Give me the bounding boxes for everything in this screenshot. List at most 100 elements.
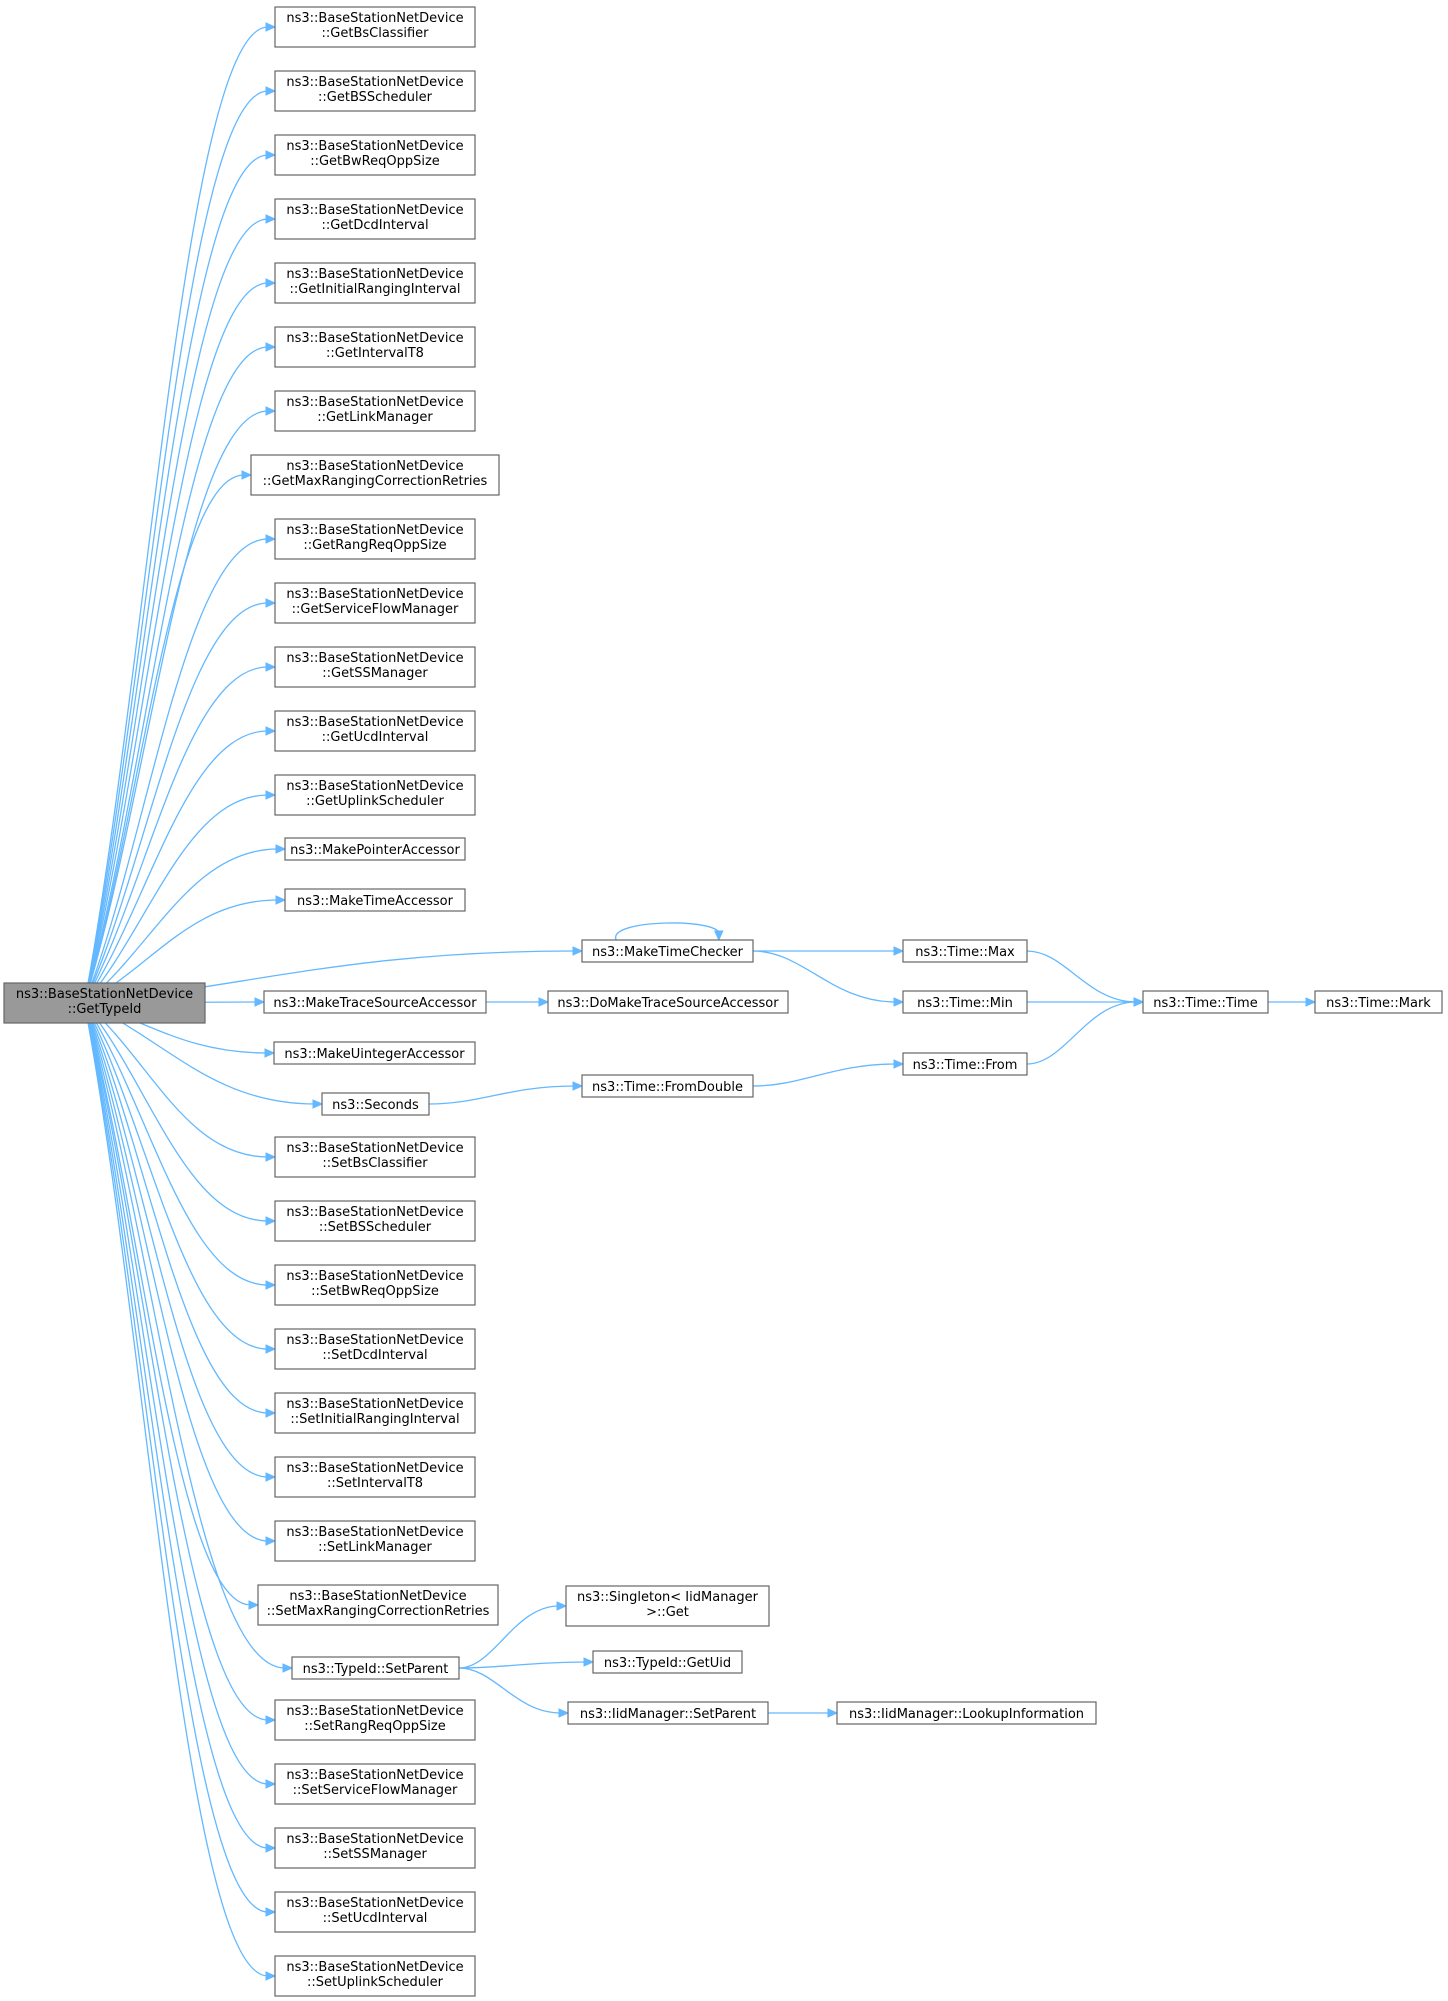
node-box — [284, 837, 466, 861]
node-basestationnetdevice-getinitialranginginterval[interactable]: ns3::BaseStationNetDevice::GetInitialRan… — [274, 262, 476, 304]
edge-arrowhead — [265, 278, 277, 288]
node-basestationnetdevice-getintervalt8[interactable]: ns3::BaseStationNetDevice::GetIntervalT8 — [274, 326, 476, 368]
edge-m02-to-m05 — [1026, 997, 1145, 1007]
node-label: ::GetUplinkScheduler — [306, 794, 444, 809]
node-time-mark[interactable]: ns3::Time::Mark — [1314, 990, 1443, 1014]
node-basestationnetdevice-setinitialranginginterval[interactable]: ns3::BaseStationNetDevice::SetInitialRan… — [274, 1392, 476, 1434]
node-iidmanager-setparent[interactable]: ns3::IidManager::SetParent — [567, 1701, 769, 1725]
edge-arrowhead — [583, 1657, 595, 1667]
node-label: ::SetLinkManager — [318, 1540, 432, 1555]
node-makeuintegeraccessor[interactable]: ns3::MakeUintegerAccessor — [273, 1041, 476, 1065]
node-basestationnetdevice-getbsclassifier[interactable]: ns3::BaseStationNetDevice::GetBsClassifi… — [274, 6, 476, 48]
edge-n16-to-n16 — [615, 922, 724, 942]
node-label: ::GetDcdInterval — [321, 218, 428, 233]
node-typeid-getuid[interactable]: ns3::TypeId::GetUid — [592, 1650, 743, 1674]
edge-root-to-n07 — [83, 406, 277, 1004]
node-iidmanager-lookupinformation[interactable]: ns3::IidManager::LookupInformation — [836, 1701, 1097, 1725]
edge-line — [83, 1002, 269, 1286]
node-label: ::GetBwReqOppSize — [310, 154, 440, 169]
node-basestationnetdevice-getbwreqoppsize[interactable]: ns3::BaseStationNetDevice::GetBwReqOppSi… — [274, 134, 476, 176]
edge-root-to-n14 — [83, 844, 287, 1004]
edge-arrowhead — [265, 342, 277, 352]
edge-arrowhead — [248, 1600, 260, 1610]
node-label: ns3::BaseStationNetDevice — [286, 11, 463, 26]
node-basestationnetdevice-getserviceflowmanager[interactable]: ns3::BaseStationNetDevice::GetServiceFlo… — [274, 582, 476, 624]
node-maketimechecker[interactable]: ns3::MakeTimeChecker — [581, 939, 754, 963]
node-basestationnetdevice-getlinkmanager[interactable]: ns3::BaseStationNetDevice::GetLinkManage… — [274, 390, 476, 432]
edge-root-to-n24 — [83, 1002, 277, 1418]
node-time-min[interactable]: ns3::Time::Min — [902, 990, 1028, 1014]
node-box — [274, 198, 476, 240]
node-label: ns3::BaseStationNetDevice — [286, 267, 463, 282]
edge-m10-to-m11 — [768, 1708, 839, 1718]
node-box — [567, 1701, 769, 1725]
edge-line — [83, 848, 279, 1004]
edge-root-to-n04 — [83, 214, 277, 1004]
node-time-fromdouble[interactable]: ns3::Time::FromDouble — [581, 1074, 754, 1098]
node-basestationnetdevice-getmaxrangingcorrectionretries[interactable]: ns3::BaseStationNetDevice::GetMaxRanging… — [250, 454, 500, 496]
node-basestationnetdevice-setbwreqoppsize[interactable]: ns3::BaseStationNetDevice::SetBwReqOppSi… — [274, 1264, 476, 1306]
edge-arrowhead — [265, 86, 277, 96]
node-basestationnetdevice-setserviceflowmanager[interactable]: ns3::BaseStationNetDevice::SetServiceFlo… — [274, 1763, 476, 1805]
edge-root-to-n27 — [83, 1002, 260, 1610]
node-basestationnetdevice-setucdinterval[interactable]: ns3::BaseStationNetDevice::SetUcdInterva… — [274, 1891, 476, 1933]
edge-root-to-n32 — [83, 1002, 277, 1917]
edge-line — [83, 26, 269, 1004]
node-root-basestationnetdevice-gettypeid[interactable]: ns3::BaseStationNetDevice::GetTypeId — [3, 982, 206, 1024]
node-basestationnetdevice-setmaxrangingcorrectionretries[interactable]: ns3::BaseStationNetDevice::SetMaxRanging… — [257, 1584, 499, 1626]
node-box — [581, 1074, 754, 1098]
node-basestationnetdevice-getucdinterval[interactable]: ns3::BaseStationNetDevice::GetUcdInterva… — [274, 710, 476, 752]
node-basestationnetdevice-setdcdinterval[interactable]: ns3::BaseStationNetDevice::SetDcdInterva… — [274, 1328, 476, 1370]
edge-line — [615, 922, 720, 941]
edge-line — [83, 794, 269, 1004]
node-box — [274, 1520, 476, 1562]
node-label: ns3::BaseStationNetDevice — [286, 523, 463, 538]
node-domaketracesourceaccessor[interactable]: ns3::DoMakeTraceSourceAccessor — [547, 990, 789, 1014]
node-basestationnetdevice-setbsclassifier[interactable]: ns3::BaseStationNetDevice::SetBsClassifi… — [274, 1136, 476, 1178]
node-basestationnetdevice-getrangreqoppsize[interactable]: ns3::BaseStationNetDevice::GetRangReqOpp… — [274, 518, 476, 560]
edge-line — [83, 1002, 269, 1785]
edges-layer — [83, 22, 1317, 1981]
node-basestationnetdevice-getssmanager[interactable]: ns3::BaseStationNetDevice::GetSSManager — [274, 646, 476, 688]
node-time-from[interactable]: ns3::Time::From — [902, 1052, 1028, 1076]
node-maketracesourceaccessor[interactable]: ns3::MakeTraceSourceAccessor — [263, 990, 487, 1014]
edge-arrowhead — [893, 997, 905, 1007]
node-label: ns3::BaseStationNetDevice — [286, 139, 463, 154]
edge-line — [83, 602, 269, 1004]
edge-arrowhead — [265, 534, 277, 544]
node-basestationnetdevice-getuplinkscheduler[interactable]: ns3::BaseStationNetDevice::GetUplinkSche… — [274, 774, 476, 816]
edge-arrowhead — [1305, 997, 1317, 1007]
node-basestationnetdevice-setbsscheduler[interactable]: ns3::BaseStationNetDevice::SetBSSchedule… — [274, 1200, 476, 1242]
edge-line — [83, 1002, 269, 1222]
node-basestationnetdevice-getdcdinterval[interactable]: ns3::BaseStationNetDevice::GetDcdInterva… — [274, 198, 476, 240]
node-box — [273, 1041, 476, 1065]
edge-n16-to-m01 — [752, 946, 905, 956]
node-label: ::GetInitialRangingInterval — [290, 282, 461, 297]
node-label: ::GetServiceFlowManager — [292, 602, 459, 617]
node-seconds[interactable]: ns3::Seconds — [321, 1092, 430, 1116]
node-basestationnetdevice-setrangreqoppsize[interactable]: ns3::BaseStationNetDevice::SetRangReqOpp… — [274, 1699, 476, 1741]
node-basestationnetdevice-setintervalt8[interactable]: ns3::BaseStationNetDevice::SetIntervalT8 — [274, 1456, 476, 1498]
node-makepointeraccessor[interactable]: ns3::MakePointerAccessor — [284, 837, 466, 861]
node-box — [274, 1456, 476, 1498]
node-singleton-iidmanager-get[interactable]: ns3::Singleton< IidManager>::Get — [565, 1585, 770, 1627]
node-box — [547, 990, 789, 1014]
node-time-max[interactable]: ns3::Time::Max — [902, 939, 1028, 963]
node-basestationnetdevice-setlinkmanager[interactable]: ns3::BaseStationNetDevice::SetLinkManage… — [274, 1520, 476, 1562]
node-maketimeaccessor[interactable]: ns3::MakeTimeAccessor — [284, 888, 466, 912]
edge-arrowhead — [264, 1048, 276, 1058]
edge-m04-to-m07 — [752, 1059, 905, 1087]
node-typeid-setparent[interactable]: ns3::TypeId::SetParent — [291, 1656, 460, 1680]
node-label: ns3::BaseStationNetDevice — [286, 1896, 463, 1911]
node-basestationnetdevice-setssmanager[interactable]: ns3::BaseStationNetDevice::SetSSManager — [274, 1827, 476, 1869]
node-basestationnetdevice-setuplinkscheduler[interactable]: ns3::BaseStationNetDevice::SetUplinkSche… — [274, 1955, 476, 1997]
edge-line — [458, 1605, 560, 1669]
edge-line — [428, 1085, 576, 1105]
node-time-time[interactable]: ns3::Time::Time — [1142, 990, 1269, 1014]
node-label: ns3::MakeTimeChecker — [592, 945, 744, 960]
node-label: ::GetBSScheduler — [318, 90, 433, 105]
node-label: ::SetServiceFlowManager — [293, 1783, 458, 1798]
node-label: ns3::BaseStationNetDevice — [286, 1960, 463, 1975]
node-basestationnetdevice-getbsscheduler[interactable]: ns3::BaseStationNetDevice::GetBSSchedule… — [274, 70, 476, 112]
node-label: ns3::BaseStationNetDevice — [286, 1269, 463, 1284]
